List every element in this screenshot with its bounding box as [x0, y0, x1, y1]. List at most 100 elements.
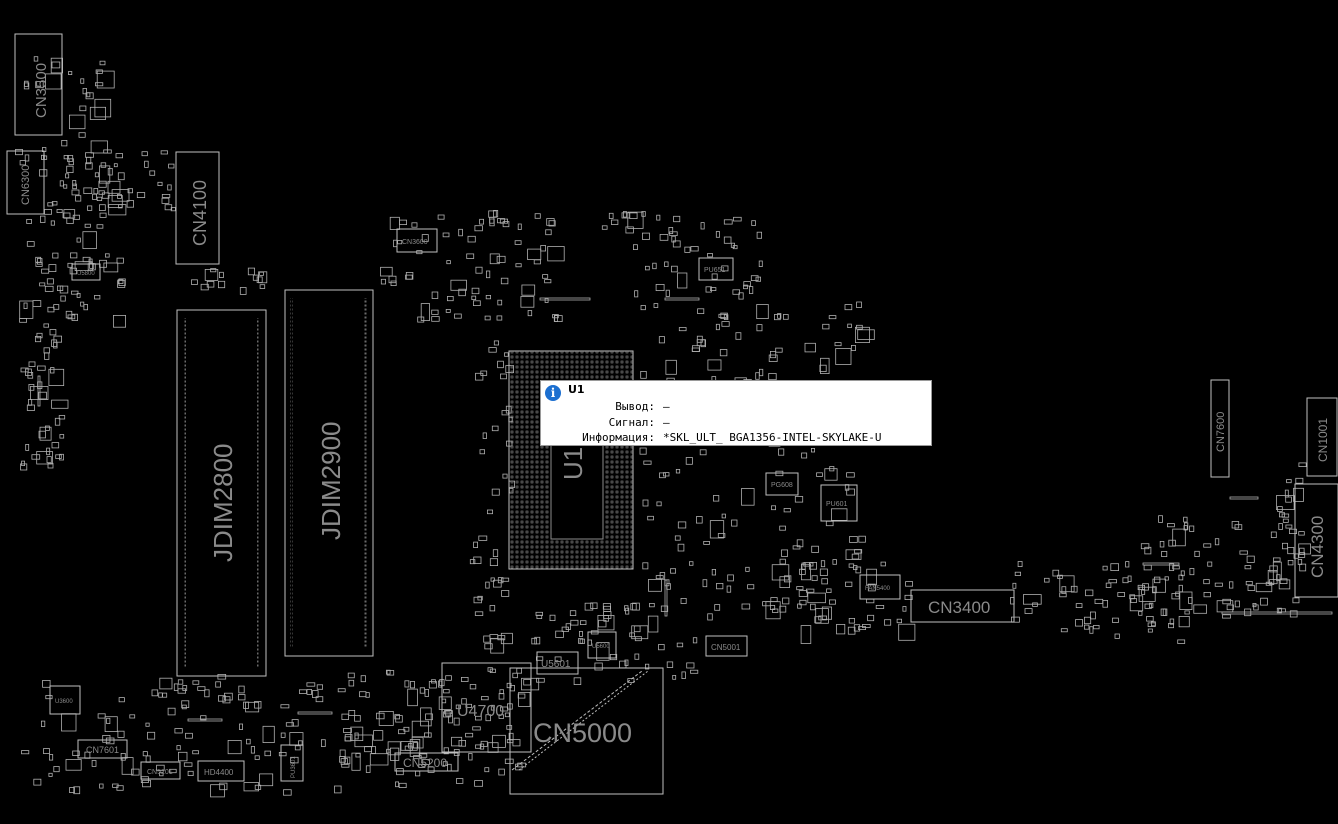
smd-footprint: [50, 57, 64, 74]
connector-cn4100[interactable]: CN4100: [175, 151, 220, 265]
label-cn4300: CN4300: [1308, 516, 1327, 578]
smd-footprint: [1203, 579, 1210, 585]
smd-footprint: [896, 618, 902, 624]
connector-cn5200[interactable]: CN5200: [394, 752, 459, 772]
chip-pg608[interactable]: PG608: [765, 472, 799, 496]
smd-footprint: [413, 755, 422, 760]
smd-footprint: [501, 590, 510, 597]
smd-footprint: [484, 643, 493, 650]
smd-footprint: [99, 204, 106, 211]
smd-footprint: [1189, 525, 1195, 532]
smd-footprint: [161, 197, 170, 204]
connector-cn3400[interactable]: CN3400: [910, 589, 1015, 623]
smd-footprint: [142, 779, 151, 788]
label-cn5000: CN5000: [533, 718, 632, 748]
smd-footprint: [1183, 516, 1188, 523]
connector-cn6300[interactable]: CN6300: [6, 150, 45, 215]
smd-footprint: [1085, 589, 1094, 597]
connector-cn7601[interactable]: CN7601: [77, 739, 128, 759]
smd-footprint: [536, 656, 544, 661]
chip-pu601[interactable]: PU601: [820, 484, 858, 522]
connector-fan5400[interactable]: FAN5400: [859, 574, 901, 600]
smd-footprint: [596, 642, 610, 661]
smd-footprint: [334, 785, 342, 794]
label-cn7600: CN7600: [1215, 412, 1227, 452]
smd-footprint: [217, 695, 226, 702]
smd-footprint: [1075, 619, 1083, 627]
connector-cn5001[interactable]: CN5001: [705, 635, 748, 657]
smd-footprint: [424, 689, 429, 697]
smd-footprint: [38, 430, 46, 439]
smd-footprint: [239, 287, 247, 295]
smd-footprint: [1161, 551, 1168, 558]
smd-footprint: [1286, 479, 1292, 484]
smd-footprint: [144, 160, 149, 168]
smd-footprint: [442, 761, 448, 767]
smd-footprint: [578, 638, 584, 644]
dimm-slot-jdim2900[interactable]: JDIM2900: [284, 289, 374, 657]
smd-footprint: [497, 299, 503, 306]
connector-cn3600[interactable]: CN3600: [396, 228, 438, 253]
chip-u5601[interactable]: U5601: [536, 651, 579, 675]
connector-cn5201[interactable]: CN5201: [140, 761, 181, 780]
smd-footprint: [94, 98, 112, 118]
smd-footprint: [533, 259, 541, 265]
chip-u3600[interactable]: U3600: [49, 685, 81, 715]
smd-footprint: [151, 689, 159, 697]
smd-footprint: [385, 669, 391, 675]
smd-footprint: [1289, 528, 1298, 535]
smd-footprint: [473, 541, 479, 548]
smd-footprint: [707, 252, 713, 258]
smd-footprint: [819, 364, 827, 373]
smd-footprint: [88, 258, 93, 263]
smd-footprint: [215, 681, 221, 688]
connector-hd4400[interactable]: HD4400: [197, 760, 245, 782]
smd-footprint: [354, 734, 373, 748]
smd-footprint: [665, 359, 677, 375]
smd-footprint: [544, 298, 549, 303]
smd-footprint: [663, 472, 670, 477]
smd-footprint: [655, 575, 664, 580]
smd-footprint: [645, 663, 650, 670]
connector-cn4300[interactable]: CN4300: [1294, 483, 1338, 598]
smd-footprint: [438, 696, 452, 710]
dimm-slot-jdim2800[interactable]: JDIM2800: [176, 309, 267, 677]
smd-footprint: [398, 782, 407, 788]
smd-footprint: [1214, 538, 1220, 546]
smd-footprint: [443, 747, 449, 755]
smd-footprint: [61, 713, 77, 732]
connector-cn7600[interactable]: CN7600: [1210, 379, 1230, 478]
smd-footprint: [723, 236, 732, 244]
chip-pu3601[interactable]: PU3601: [280, 744, 304, 782]
smd-footprint: [120, 753, 126, 761]
smd-footprint: [497, 635, 506, 641]
smd-footprint: [98, 180, 107, 188]
smd-footprint: [96, 224, 104, 229]
connector-cn5000[interactable]: CN5000: [509, 667, 664, 795]
smd-footprint: [53, 335, 63, 343]
smd-footprint: [731, 519, 738, 527]
smd-footprint: [782, 597, 790, 605]
smd-footprint: [337, 688, 346, 693]
connector-cn3500[interactable]: CN3500: [14, 33, 63, 136]
smd-footprint: [200, 715, 207, 721]
chip-u5800[interactable]: U5800: [71, 263, 101, 281]
smd-footprint: [1159, 541, 1165, 548]
smd-footprint: [316, 684, 324, 690]
smd-footprint: [1112, 617, 1119, 623]
smd-footprint: [50, 367, 55, 374]
smd-footprint: [561, 626, 569, 632]
smd-footprint: [145, 755, 151, 763]
smd-footprint: [875, 605, 885, 609]
smd-footprint: [46, 278, 54, 285]
smd-footprint: [72, 214, 80, 220]
smd-footprint: [1276, 607, 1282, 614]
chip-u4700[interactable]: U4700: [441, 662, 532, 753]
tooltip-row-info: Информация:*SKL_ULT_ BGA1356-INTEL-SKYLA…: [582, 431, 882, 444]
connector-cn1001[interactable]: CN1001: [1306, 397, 1338, 477]
smd-footprint: [1012, 582, 1017, 589]
chip-u5600[interactable]: U5600: [587, 631, 617, 659]
chip-pu651[interactable]: PU651: [698, 257, 734, 281]
smd-footprint: [204, 689, 210, 698]
smd-footprint: [768, 373, 777, 381]
